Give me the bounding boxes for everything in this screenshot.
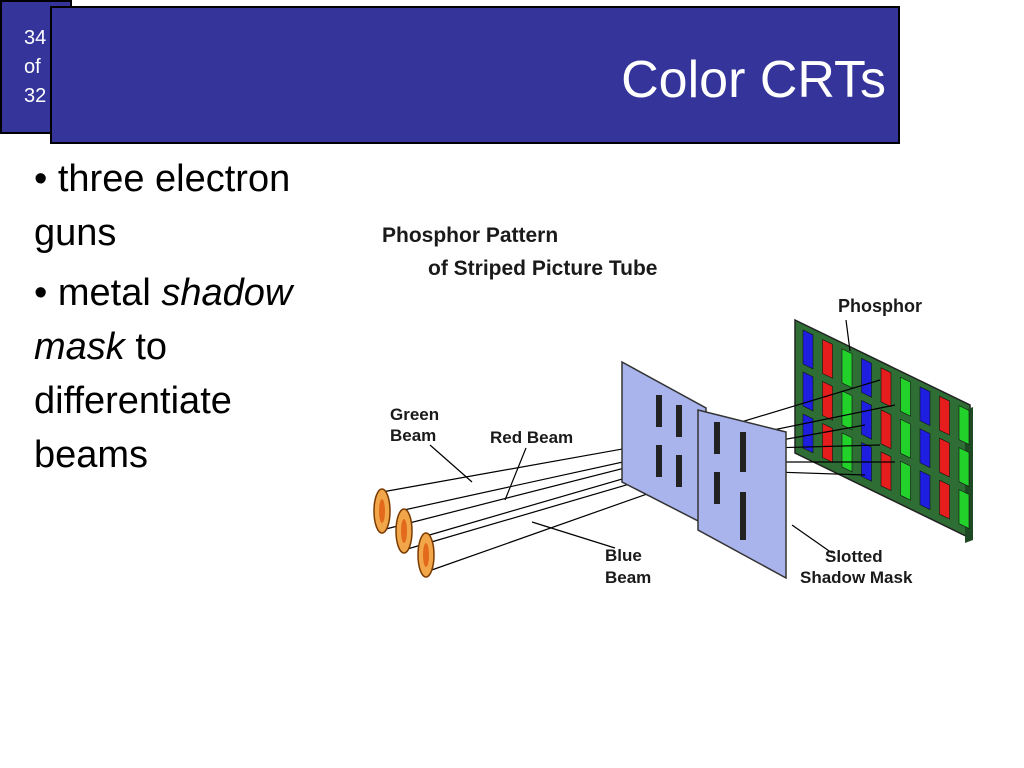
phosphor-stripe-blue bbox=[802, 329, 814, 370]
phosphor-stripe-red bbox=[880, 409, 892, 450]
label-slotted: Slotted bbox=[825, 547, 883, 566]
slide-title: Color CRTs bbox=[621, 51, 886, 109]
phosphor-stripe-red bbox=[880, 367, 892, 408]
phosphor-stripe-red bbox=[822, 422, 833, 463]
bullet-shadow-mask: • metal shadow mask to differentiate bea… bbox=[34, 266, 294, 482]
label-red-beam: Red Beam bbox=[490, 428, 573, 447]
title-bar: Color CRTs bbox=[50, 6, 900, 144]
diagram-heading-line1: Phosphor Pattern bbox=[382, 224, 558, 247]
bullet-electron-guns: • three electron guns bbox=[34, 158, 291, 254]
label-blue-beam-line2: Beam bbox=[605, 568, 651, 587]
crt-diagram: Phosphor Pattern of Striped Picture Tube bbox=[373, 224, 973, 587]
phosphor-stripe-red bbox=[822, 338, 833, 379]
label-leaders bbox=[429, 319, 851, 554]
bullet-list: • three electron guns • metal shadow mas… bbox=[34, 152, 294, 488]
phosphor-stripe-green bbox=[958, 489, 970, 529]
phosphor-stripe-green bbox=[958, 447, 970, 487]
phosphor-stripe-green bbox=[841, 348, 853, 389]
phosphor-stripe-green bbox=[841, 390, 853, 431]
bullet-shadow-mask-post: to differentiate beams bbox=[34, 326, 232, 476]
page-counter-of: of bbox=[24, 56, 41, 78]
phosphor-stripes bbox=[802, 329, 970, 529]
phosphor-stripe-green bbox=[900, 418, 911, 459]
electron-guns bbox=[373, 488, 435, 578]
label-green-beam-line2: Beam bbox=[390, 426, 436, 445]
phosphor-stripe-red bbox=[822, 380, 833, 421]
phosphor-stripe-red bbox=[939, 437, 950, 478]
bullet-shadow-mask-pre: • metal bbox=[34, 272, 162, 314]
phosphor-stripe-blue bbox=[802, 371, 814, 412]
page-counter-current: 34 bbox=[24, 27, 47, 49]
phosphor-stripe-red bbox=[939, 395, 950, 436]
label-green-beam-line1: Green bbox=[390, 405, 439, 424]
phosphor-screen bbox=[794, 318, 973, 543]
phosphor-stripe-blue bbox=[919, 428, 931, 469]
shadow-mask bbox=[621, 360, 787, 580]
page-counter-total: 32 bbox=[24, 85, 47, 107]
phosphor-stripe-green bbox=[841, 432, 853, 473]
phosphor-stripe-red bbox=[880, 451, 892, 492]
diagram-heading-line2: of Striped Picture Tube bbox=[428, 257, 657, 280]
bullet-shadow-mask-italic: shadow mask bbox=[34, 272, 293, 368]
phosphor-stripe-green bbox=[958, 405, 970, 445]
phosphor-stripe-green bbox=[900, 460, 911, 501]
phosphor-stripe-blue bbox=[861, 357, 872, 398]
phosphor-stripe-blue bbox=[919, 386, 931, 427]
label-shadow-mask: Shadow Mask bbox=[800, 568, 913, 587]
phosphor-stripe-blue bbox=[919, 470, 931, 511]
phosphor-stripe-green bbox=[900, 376, 911, 417]
phosphor-stripe-blue bbox=[861, 399, 872, 440]
label-phosphor: Phosphor bbox=[838, 296, 922, 316]
phosphor-stripe-red bbox=[939, 479, 950, 520]
label-blue-beam-line1: Blue bbox=[605, 546, 642, 565]
